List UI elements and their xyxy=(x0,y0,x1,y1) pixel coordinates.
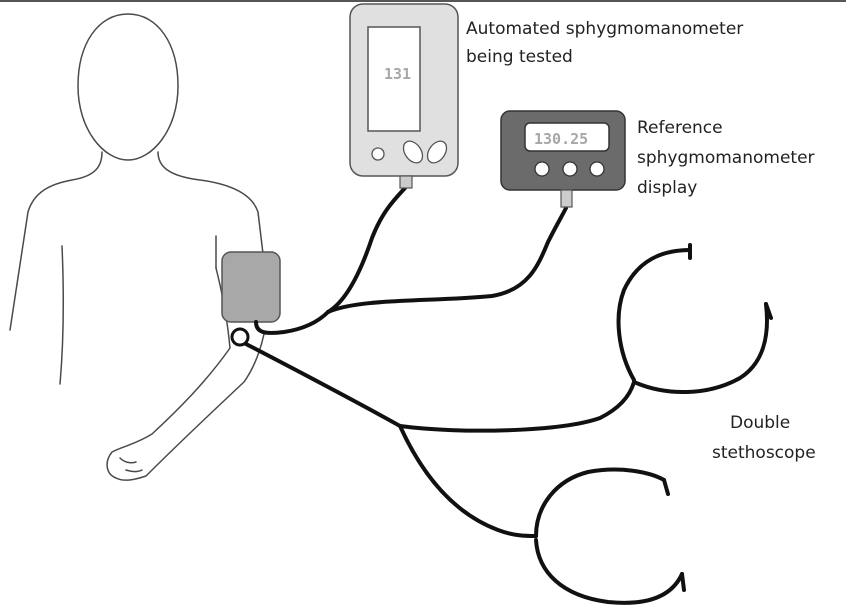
tube-to-reference-display xyxy=(326,206,568,314)
reference-button-3 xyxy=(589,161,605,177)
tube-to-automated-device xyxy=(326,186,407,314)
reference-device-port xyxy=(560,189,573,208)
automated-device-reading: 131 xyxy=(384,65,411,83)
upper-arm-outline xyxy=(106,267,265,481)
reference-device-reading: 130.25 xyxy=(534,130,588,148)
automated-device-label-line-2: being tested xyxy=(466,47,573,67)
automated-sphygmomanometer: 131 xyxy=(349,3,459,189)
automated-button-left xyxy=(402,140,424,164)
tubing xyxy=(244,186,636,538)
earpiece-lower-right xyxy=(680,572,686,592)
reference-button-2 xyxy=(562,161,578,177)
stethoscope-headset-upper xyxy=(616,243,773,395)
automated-device-screen xyxy=(367,26,421,132)
automated-button-right xyxy=(426,140,448,164)
neck-right-outline xyxy=(157,151,265,263)
neck-shoulder-outline xyxy=(9,151,103,331)
stethoscope-label-line-2: stethoscope xyxy=(712,443,816,463)
headset-upper-arc xyxy=(616,248,692,382)
stethoscope-main-tube xyxy=(244,342,636,433)
reference-device-label-line-3: display xyxy=(637,178,697,198)
automated-device-label-line-1: Automated sphygmomanometer xyxy=(466,19,743,39)
stethoscope-lower-tube xyxy=(398,424,538,538)
automated-device-port xyxy=(399,175,413,189)
headset-lower-right-arc xyxy=(534,538,684,605)
reference-device-label-line-2: sphygmomanometer xyxy=(637,148,815,168)
reference-button-1 xyxy=(534,161,550,177)
human-figure xyxy=(9,13,265,481)
torso-left-outline xyxy=(59,245,65,385)
earpiece-upper-right xyxy=(764,302,773,320)
headset-lower-arc xyxy=(534,467,666,538)
reference-sphygmomanometer: 130.25 xyxy=(500,110,626,208)
head-outline xyxy=(77,13,179,161)
stethoscope-headset-lower xyxy=(534,467,686,605)
blood-pressure-cuff xyxy=(221,251,281,323)
hand-detail xyxy=(119,457,143,473)
headset-upper-right-arc xyxy=(632,302,769,395)
reference-device-label-line-1: Reference xyxy=(637,118,723,138)
stethoscope-label-line-1: Double xyxy=(730,413,790,433)
earpiece-lower-left xyxy=(662,478,670,496)
stethoscope-chest-piece xyxy=(230,327,250,347)
reference-device-screen xyxy=(524,122,610,152)
automated-button-small xyxy=(371,147,385,161)
cuff-tube-junction xyxy=(254,310,330,335)
